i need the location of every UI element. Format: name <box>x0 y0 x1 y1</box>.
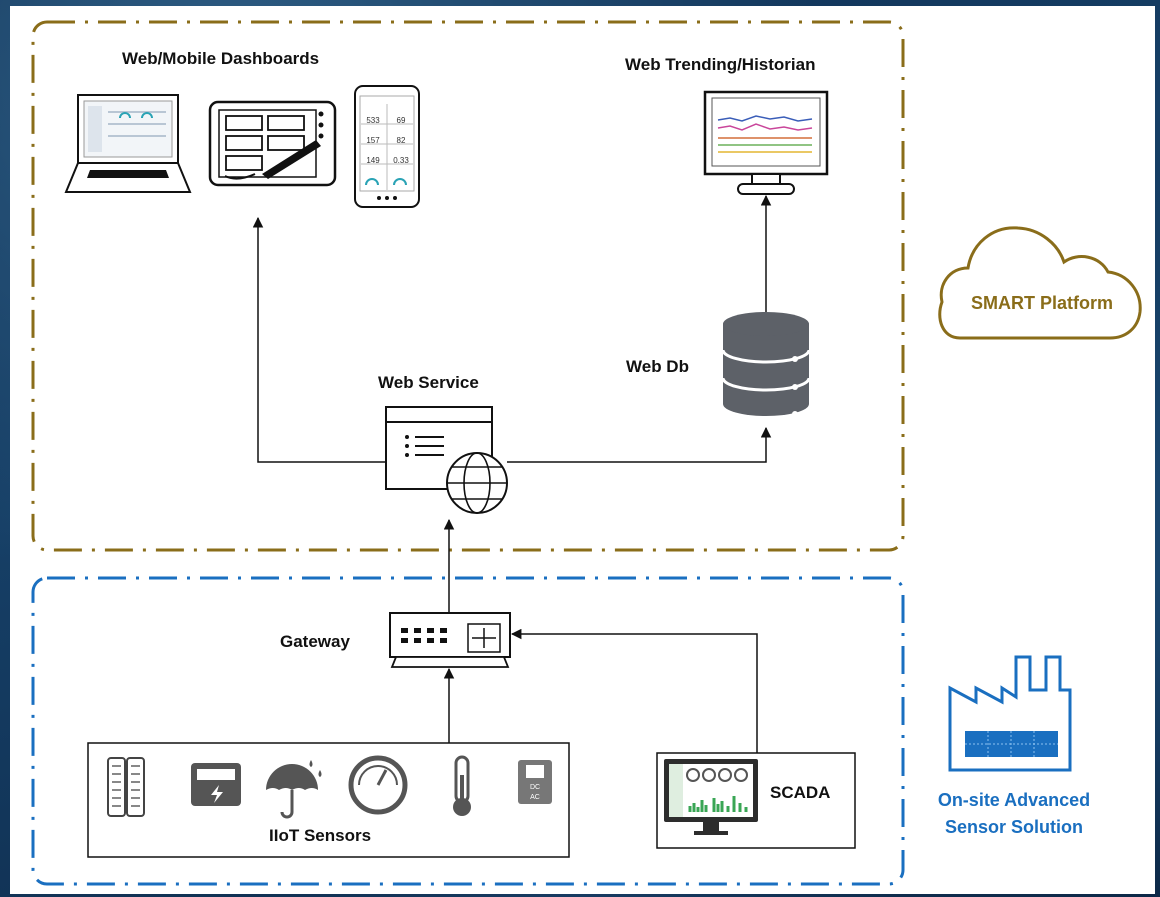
phone-tile-value: 533 <box>366 116 380 125</box>
phone-tile-value: 82 <box>397 136 406 145</box>
monitor-icon <box>703 90 829 195</box>
inverter-icon: DC AC <box>518 760 552 804</box>
scada-monitor-icon <box>664 759 758 835</box>
energy-meter-icon <box>191 763 241 806</box>
svg-text:AC: AC <box>530 794 540 801</box>
arrow-scada-to-gateway <box>510 628 758 753</box>
gauge-icon <box>348 755 408 815</box>
web-db-label: Web Db <box>626 357 689 376</box>
globe-icon <box>446 452 508 514</box>
trending-label: Web Trending/Historian <box>625 55 816 74</box>
phone-tile-value: 157 <box>366 136 380 145</box>
svg-text:DC: DC <box>530 784 540 791</box>
smart-platform-label: SMART Platform <box>970 293 1113 313</box>
phone-tile-value: 69 <box>397 116 406 125</box>
phone-tile-value: 149 <box>366 156 380 165</box>
iiot-sensors-panel <box>87 742 570 858</box>
thermometer-icon <box>453 755 471 816</box>
weather-umbrella-icon <box>266 760 322 819</box>
onsite-label-line1: On-site Advanced <box>937 790 1091 810</box>
laptop-icon <box>64 94 192 193</box>
dashboards-label: Web/Mobile Dashboards <box>122 49 320 68</box>
cloud-boundary <box>31 20 905 552</box>
onsite-boundary <box>31 576 905 886</box>
cloud-icon <box>938 226 1142 340</box>
web-service-label: Web Service <box>378 373 479 392</box>
scada-label: SCADA <box>770 783 831 802</box>
tablet-icon <box>208 100 337 187</box>
battery-icon <box>107 757 145 817</box>
arrow-webservice-to-db <box>507 426 772 463</box>
arrow-webservice-to-dashboards <box>252 216 386 463</box>
onsite-label-line2: Sensor Solution <box>944 817 1083 837</box>
phone-tile-value: 0.33 <box>393 156 409 165</box>
phone-icon: 533 69 157 82 149 0.33 <box>354 85 420 208</box>
connector-arrows <box>252 194 772 753</box>
database-icon <box>721 312 811 417</box>
factory-icon <box>948 655 1072 772</box>
gateway-icon <box>389 612 511 668</box>
gateway-label: Gateway <box>280 632 350 651</box>
iiot-sensors-label: IIoT Sensors <box>269 826 372 845</box>
